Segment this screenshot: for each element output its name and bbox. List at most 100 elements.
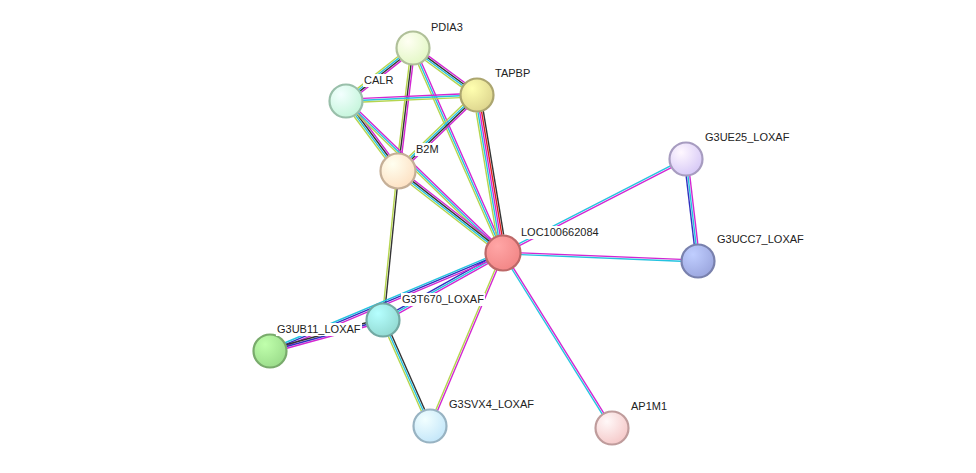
node-circle — [395, 30, 431, 66]
node-disc — [397, 32, 430, 65]
evidence-line — [521, 255, 681, 262]
evidence-line — [519, 168, 671, 246]
node-label: CALR — [363, 74, 394, 87]
protein-node: G3UCC7_LOXAF — [680, 243, 716, 279]
evidence-line — [413, 181, 490, 241]
evidence-line — [482, 111, 502, 234]
node-label: AP1M1 — [630, 400, 668, 413]
node-circle — [379, 152, 417, 190]
interaction-edge — [425, 56, 465, 87]
interaction-edge — [409, 105, 467, 161]
interaction-edge — [397, 260, 488, 313]
evidence-line — [426, 59, 463, 86]
node-disc — [254, 335, 287, 368]
node-circle — [680, 243, 716, 279]
node-label: TAPBP — [494, 67, 531, 80]
interaction-edge — [411, 180, 491, 244]
evidence-line — [388, 336, 421, 411]
interaction-edge — [358, 56, 402, 92]
evidence-line — [519, 166, 671, 244]
evidence-line — [412, 107, 466, 159]
protein-node: G3T670_LOXAF — [365, 302, 401, 338]
evidence-line — [363, 98, 460, 102]
evidence-line — [512, 269, 602, 414]
node-disc — [596, 412, 629, 445]
evidence-line — [436, 269, 495, 410]
evidence-line — [686, 176, 694, 244]
evidence-line — [359, 112, 491, 240]
evidence-line — [409, 105, 463, 157]
evidence-line — [358, 113, 490, 241]
node-label: G3SVX4_LOXAF — [448, 398, 535, 411]
node-label: G3UB11_LOXAF — [276, 323, 362, 336]
evidence-line — [414, 180, 491, 240]
node-circle — [594, 410, 630, 446]
node-disc — [670, 143, 703, 176]
protein-node: AP1M1 — [594, 410, 630, 446]
protein-node: PDIA3 — [395, 30, 431, 66]
evidence-line — [400, 65, 411, 153]
evidence-line — [412, 183, 489, 243]
interaction-edge — [363, 94, 460, 102]
node-disc — [330, 85, 363, 118]
interaction-edge — [398, 65, 412, 154]
node-label: PDIA3 — [430, 21, 464, 34]
node-disc — [381, 154, 416, 189]
node-circle — [252, 333, 288, 369]
evidence-line — [386, 189, 397, 303]
evidence-line — [410, 106, 464, 158]
evidence-line — [398, 65, 409, 153]
evidence-line — [478, 112, 498, 235]
evidence-line — [399, 263, 488, 313]
protein-node: B2M — [379, 152, 417, 190]
interaction-edge — [476, 111, 503, 236]
evidence-line — [476, 112, 496, 235]
evidence-line — [513, 268, 603, 413]
interaction-edge — [521, 253, 681, 261]
evidence-line — [411, 184, 488, 244]
interaction-edge — [519, 166, 672, 246]
interaction-edge — [388, 335, 425, 411]
interaction-edge — [512, 268, 604, 414]
protein-node: TAPBP — [459, 77, 495, 113]
node-label: G3T670_LOXAF — [401, 293, 485, 306]
evidence-line — [360, 59, 400, 91]
node-disc — [486, 236, 521, 271]
node-label: G3UE25_LOXAF — [704, 131, 790, 144]
node-label: LOC100662084 — [520, 226, 600, 239]
evidence-line — [358, 56, 398, 88]
protein-node: LOC100662084 — [484, 234, 522, 272]
node-label: B2M — [415, 143, 440, 156]
evidence-line — [359, 58, 399, 90]
evidence-line — [428, 56, 465, 83]
node-circle — [484, 234, 522, 272]
evidence-line — [392, 335, 425, 410]
evidence-line — [437, 270, 496, 411]
node-label: G3UCC7_LOXAF — [716, 233, 805, 246]
node-circle — [365, 302, 401, 338]
node-disc — [367, 304, 400, 337]
evidence-line — [413, 109, 467, 161]
interaction-edge — [384, 189, 397, 303]
evidence-line — [480, 112, 500, 235]
interaction-edge — [686, 176, 698, 245]
evidence-line — [690, 176, 698, 244]
evidence-line — [384, 189, 395, 303]
protein-node: G3SVX4_LOXAF — [412, 408, 448, 444]
evidence-line — [390, 336, 423, 411]
evidence-line — [688, 176, 696, 244]
node-circle — [412, 408, 448, 444]
node-circle — [459, 77, 495, 113]
protein-node: CALR — [328, 83, 364, 119]
node-disc — [414, 410, 447, 443]
node-circle — [328, 83, 364, 119]
node-disc — [461, 79, 494, 112]
interaction-edge — [357, 112, 491, 242]
evidence-line — [361, 61, 401, 93]
node-circle — [668, 141, 704, 177]
evidence-line — [427, 57, 464, 84]
protein-node: G3UE25_LOXAF — [668, 141, 704, 177]
evidence-line — [398, 262, 487, 312]
protein-node: G3UB11_LOXAF — [252, 333, 288, 369]
